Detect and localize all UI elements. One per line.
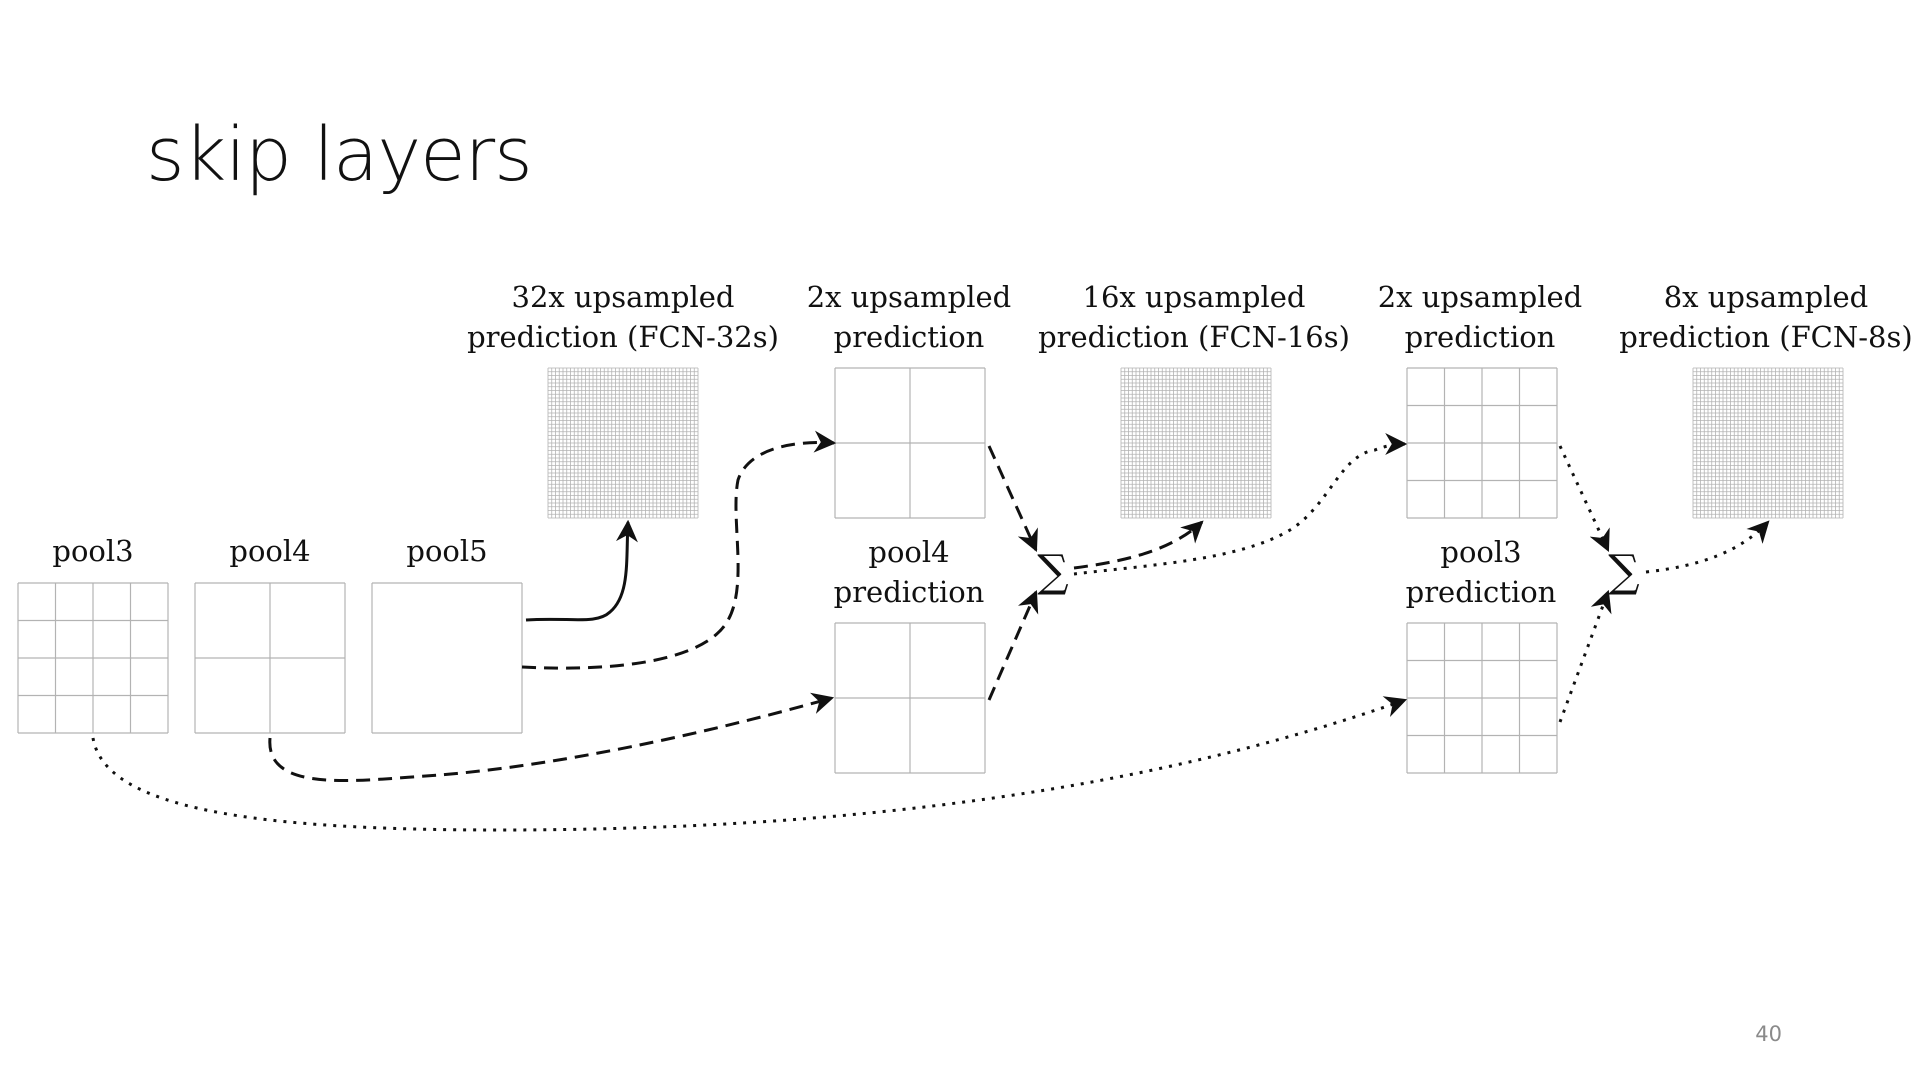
grid-up16 bbox=[1120, 367, 1272, 519]
label-pool4: pool4 bbox=[229, 534, 310, 568]
grid-up8 bbox=[1692, 367, 1844, 519]
arrow-pool3-to-pool3pred bbox=[91, 696, 1408, 832]
arrow-pool5-to-up32 bbox=[525, 519, 638, 622]
arrow-sum1-to-up16 bbox=[1073, 520, 1204, 570]
label-up16-line1: 16x upsampled bbox=[1083, 280, 1306, 314]
label-pool4pred-line1: pool4 bbox=[868, 535, 949, 569]
label-up8-line2: prediction (FCN-8s) bbox=[1619, 320, 1912, 354]
slide-number: 40 bbox=[1755, 1022, 1782, 1046]
label-up2b-line1: 2x upsampled bbox=[1378, 280, 1583, 314]
arrow-sum2-to-up8 bbox=[1645, 520, 1770, 574]
label-up2a-line2: prediction bbox=[834, 320, 985, 354]
label-up32-line1: 32x upsampled bbox=[512, 280, 735, 314]
grid-up32 bbox=[547, 367, 699, 519]
grid-pool3pred bbox=[1406, 622, 1558, 774]
grid-pool3 bbox=[17, 582, 169, 734]
label-up2b-line2: prediction bbox=[1405, 320, 1556, 354]
arrow-sum1-to-up2b bbox=[1073, 433, 1408, 576]
label-up16-line2: prediction (FCN-16s) bbox=[1038, 320, 1350, 354]
grid-up2a bbox=[834, 367, 986, 519]
grid-pool4 bbox=[194, 582, 346, 734]
arrow-pool5-to-up2a bbox=[521, 430, 837, 670]
label-up8-line1: 8x upsampled bbox=[1664, 280, 1869, 314]
grid-pool5 bbox=[371, 582, 523, 734]
arrow-up2a-to-sum1 bbox=[987, 445, 1038, 553]
label-pool3pred-line1: pool3 bbox=[1440, 535, 1521, 569]
grid-up2b bbox=[1406, 367, 1558, 519]
sum-symbol-2: ∑ bbox=[1608, 546, 1639, 597]
label-up2a-line1: 2x upsampled bbox=[807, 280, 1012, 314]
label-pool3: pool3 bbox=[52, 534, 133, 568]
feature-grids bbox=[17, 367, 1844, 774]
grid-pool4pred bbox=[834, 622, 986, 774]
sum-symbol-1: ∑ bbox=[1037, 546, 1068, 597]
arrow-pool4-to-pool4pred bbox=[268, 692, 835, 783]
label-pool4pred-line2: prediction bbox=[834, 575, 985, 609]
slide-title: skip layers bbox=[146, 112, 533, 198]
arrow-pool4pred-to-sum1 bbox=[987, 589, 1039, 701]
label-pool3pred-line2: prediction bbox=[1406, 575, 1557, 609]
arrow-up2b-to-sum2 bbox=[1558, 445, 1610, 552]
arrow-pool3pred-to-sum2 bbox=[1558, 589, 1612, 723]
label-pool5: pool5 bbox=[406, 534, 487, 568]
label-up32-line2: prediction (FCN-32s) bbox=[467, 320, 779, 354]
